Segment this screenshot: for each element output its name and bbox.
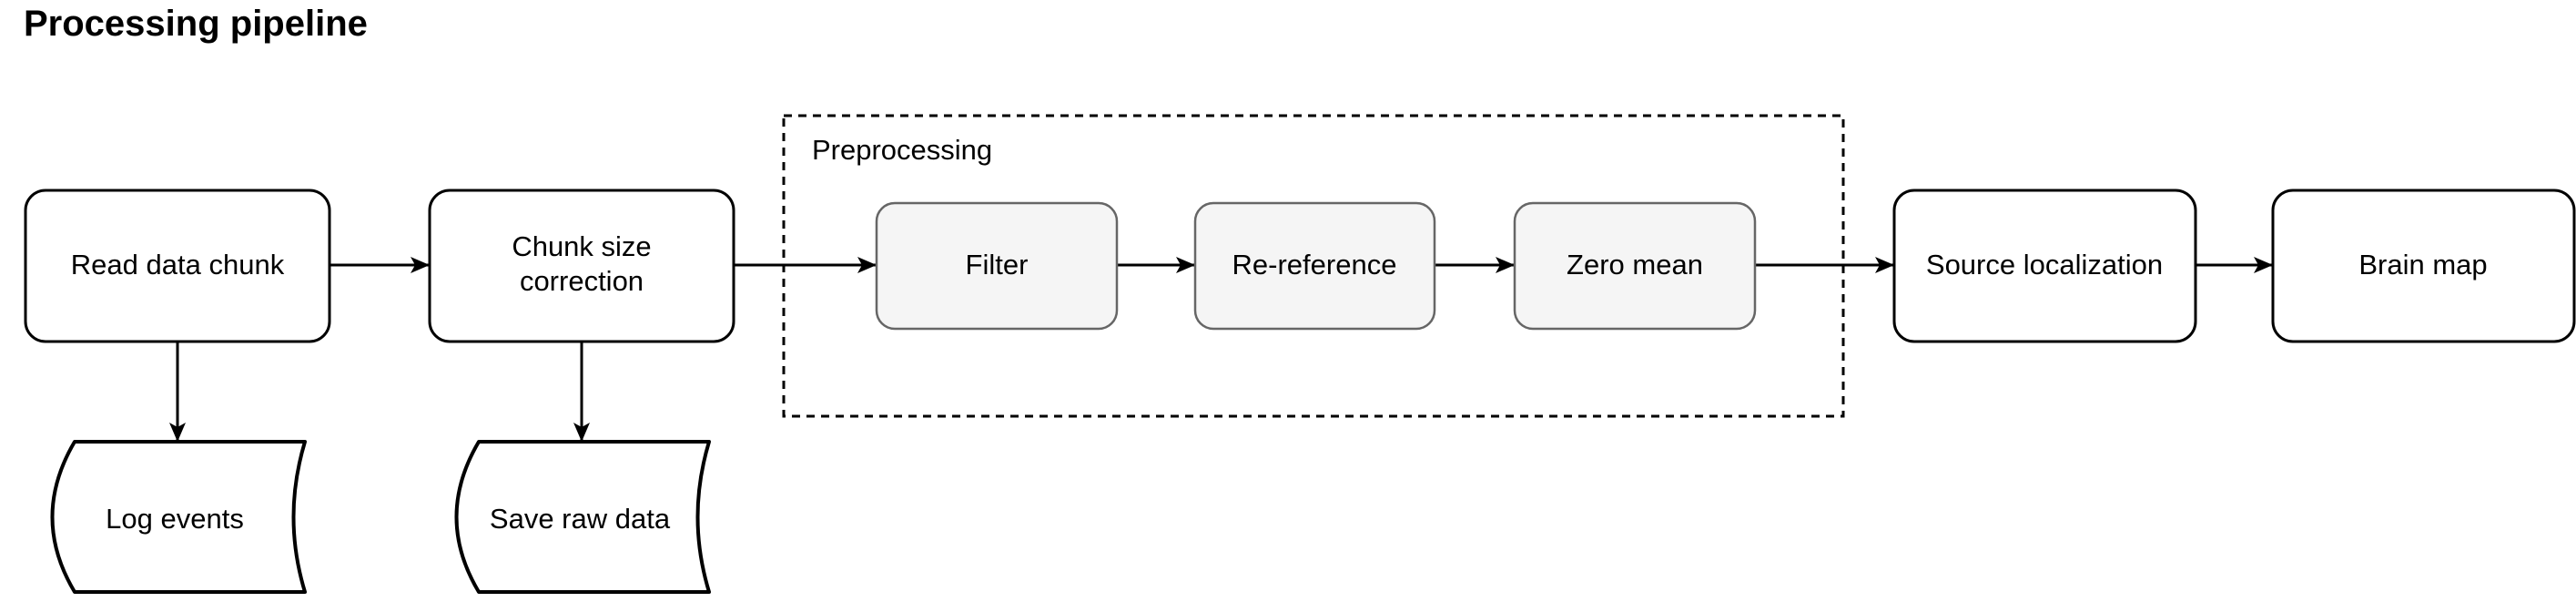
node-save-raw-data: Save raw data (454, 440, 711, 594)
node-source-localization-label: Source localization (1926, 249, 2163, 281)
diagram-title: Processing pipeline (24, 4, 368, 44)
node-chunk-size-correction-label-line1: Chunk size (512, 230, 651, 262)
node-chunk-size-correction-label-line2: correction (520, 265, 644, 297)
preprocessing-group-label: Preprocessing (812, 134, 992, 166)
node-read-data-chunk: Read data chunk (24, 189, 331, 343)
node-log-events: Log events (50, 440, 307, 594)
edges (169, 257, 2273, 442)
node-re-reference-label: Re-reference (1232, 249, 1397, 281)
node-read-data-chunk-label: Read data chunk (71, 249, 285, 281)
node-brain-map-label: Brain map (2358, 249, 2487, 281)
node-save-raw-data-label: Save raw data (490, 503, 671, 535)
node-source-localization: Source localization (1892, 189, 2197, 343)
node-log-events-label: Log events (106, 503, 244, 535)
node-re-reference: Re-reference (1193, 201, 1436, 331)
node-filter: Filter (875, 201, 1119, 331)
node-chunk-size-correction: Chunk size correction (428, 189, 735, 343)
node-zero-mean: Zero mean (1513, 201, 1757, 331)
node-zero-mean-label: Zero mean (1567, 249, 1703, 281)
node-filter-label: Filter (966, 249, 1029, 281)
node-brain-map: Brain map (2271, 189, 2576, 343)
